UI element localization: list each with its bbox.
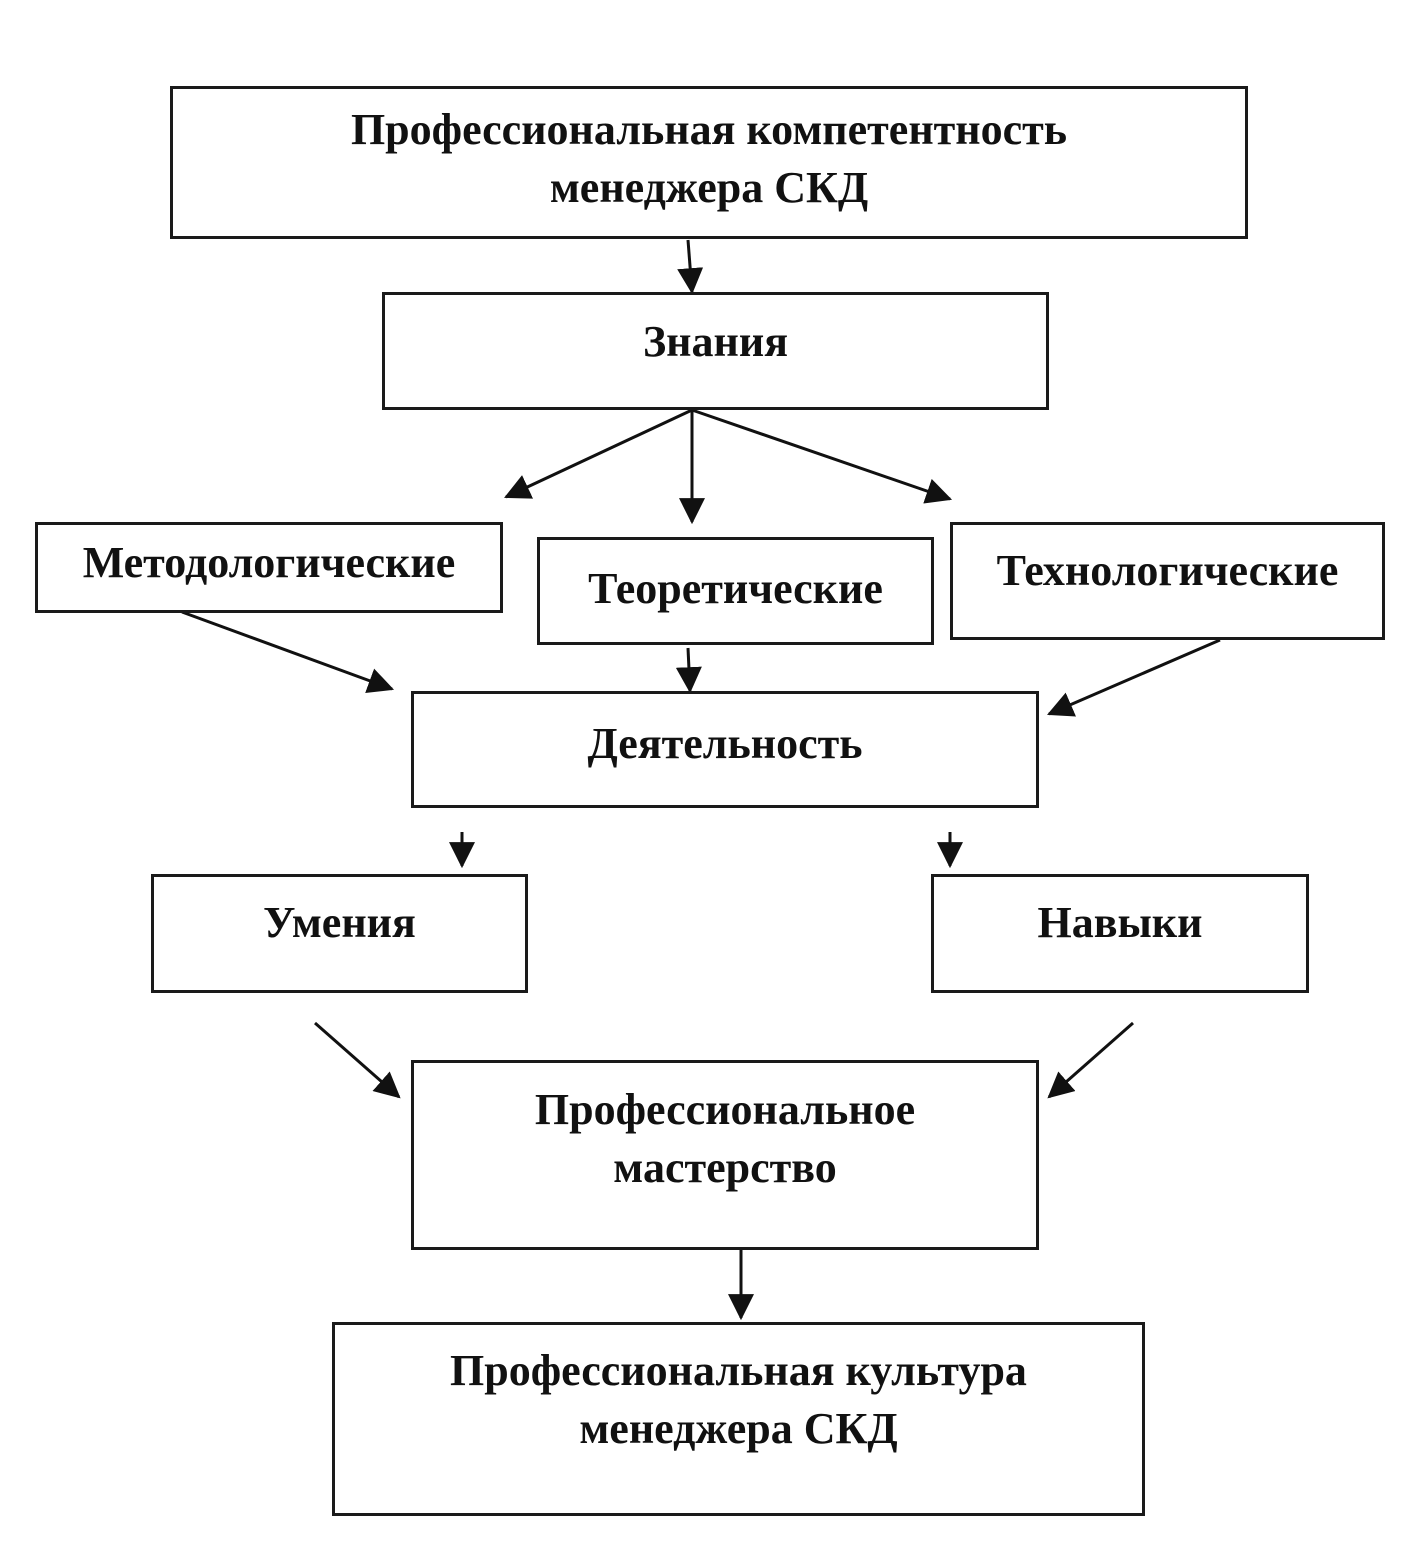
node-theoretical-label: Теоретические xyxy=(588,564,883,613)
arrow-methodological-to-activity xyxy=(181,610,395,694)
node-abilities-label: Умения xyxy=(263,897,416,947)
arrow-skills-to-mastery xyxy=(1047,1021,1134,1099)
arrow-theoretical-to-activity xyxy=(675,647,702,694)
node-activity: Деятельность xyxy=(411,691,1039,808)
node-professional-culture-line-2: менеджера СКД xyxy=(579,1404,898,1453)
node-professional-competence-line-1: Профессиональная компетентность xyxy=(350,104,1068,154)
arrow-knowledge-to-methodological xyxy=(504,408,693,499)
node-methodological-label: Методологические xyxy=(82,537,456,587)
node-professional-competence-line-2: менеджера СКД xyxy=(549,162,869,212)
node-skills-label: Навыки xyxy=(1037,897,1203,947)
node-professional-mastery-line-1: Профессиональное xyxy=(534,1085,916,1134)
arrow-technological-to-activity xyxy=(1047,638,1221,717)
arrow-competence-to-knowledge xyxy=(677,239,704,295)
node-professional-culture-line-1: Профессиональная культура xyxy=(450,1346,1027,1395)
node-skills: Навыки xyxy=(931,874,1309,993)
node-professional-mastery-line-2: мастерство xyxy=(613,1143,837,1192)
arrow-abilities-to-mastery xyxy=(314,1021,401,1099)
arrow-knowledge-to-technological xyxy=(691,408,953,504)
node-professional-competence: Профессиональная компетентность менеджер… xyxy=(170,86,1248,239)
node-professional-culture: Профессиональная культура менеджера СКД xyxy=(332,1322,1145,1516)
node-technological: Технологические xyxy=(950,522,1385,640)
node-professional-mastery: Профессиональное мастерство xyxy=(411,1060,1039,1250)
node-knowledge-label: Знания xyxy=(642,317,789,366)
node-theoretical: Теоретические xyxy=(537,537,934,645)
node-abilities: Умения xyxy=(151,874,528,993)
node-activity-label: Деятельность xyxy=(587,718,863,768)
node-technological-label: Технологические xyxy=(996,546,1339,595)
node-knowledge: Знания xyxy=(382,292,1049,410)
node-methodological: Методологические xyxy=(35,522,503,613)
